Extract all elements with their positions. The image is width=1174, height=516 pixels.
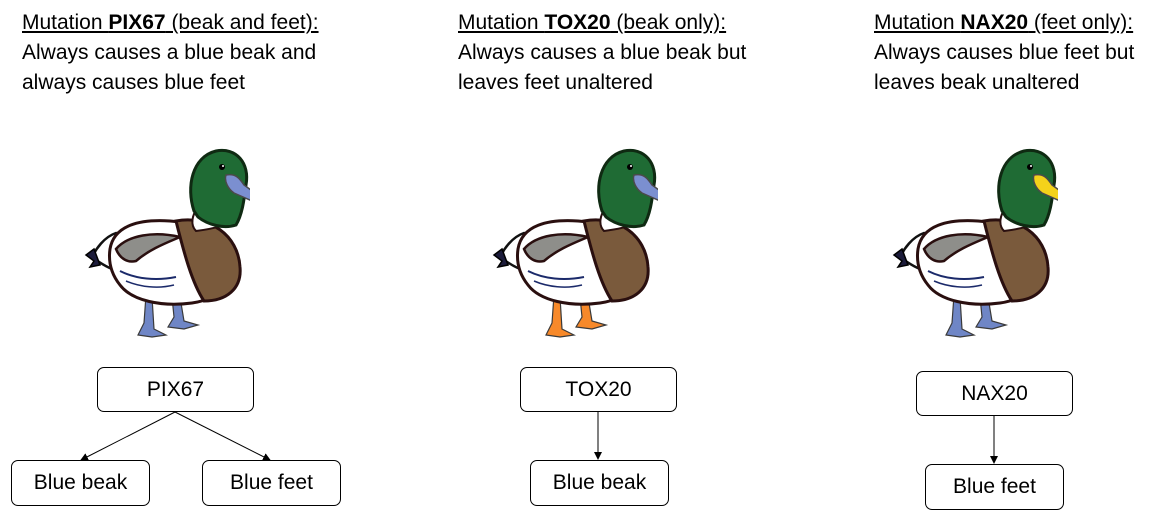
duck-illustration [492, 148, 658, 338]
effect-arrows [594, 412, 602, 460]
panel-header: Mutation PIX67 (beak and feet): Always c… [22, 8, 319, 98]
gene-box: TOX20 [520, 367, 677, 412]
description-line-2: leaves beak unaltered [874, 71, 1080, 94]
gene-box: PIX67 [97, 367, 254, 412]
duck-illustration [84, 148, 250, 338]
effect-arrows [80, 411, 271, 461]
description-line-2: always causes blue feet [22, 71, 245, 94]
gene-box: NAX20 [916, 371, 1073, 416]
duck-wing [114, 233, 185, 263]
arrow-to-blue-feet [174, 411, 271, 461]
panel-tox20: Mutation TOX20 (beak only): Always cause… [458, 0, 798, 516]
description-line-1: Always causes blue feet but [874, 41, 1135, 64]
description-line-1: Always causes a blue beak and [22, 41, 317, 64]
duck-wing [522, 233, 593, 263]
panel-pix67: Mutation PIX67 (beak and feet): Always c… [11, 0, 382, 516]
effect-box-blue-beak: Blue beak [11, 460, 150, 506]
description-line-2: leaves feet unaltered [458, 71, 653, 94]
effect-box-blue-feet: Blue feet [202, 460, 341, 506]
mutation-title: Mutation PIX67 (beak and feet): [22, 11, 319, 34]
description-line-1: Always causes a blue beak but [458, 41, 747, 64]
duck-illustration [892, 148, 1058, 338]
panel-header: Mutation NAX20 (feet only): Always cause… [874, 8, 1134, 98]
duck-head [597, 148, 657, 229]
effect-box-blue-beak: Blue beak [530, 460, 669, 506]
duck-head [997, 148, 1057, 229]
duck-head [189, 148, 249, 229]
mutation-title: Mutation NAX20 (feet only): [874, 11, 1134, 34]
mutation-title: Mutation TOX20 (beak only): [458, 11, 727, 34]
panel-header: Mutation TOX20 (beak only): Always cause… [458, 8, 746, 98]
duck-beak [1032, 173, 1058, 201]
duck-beak [224, 173, 250, 201]
effect-box-blue-feet: Blue feet [925, 464, 1064, 510]
gene-name: TOX20 [544, 11, 611, 34]
gene-name: NAX20 [960, 11, 1029, 34]
effect-arrows [990, 416, 998, 464]
arrow-to-blue-beak [80, 411, 176, 461]
duck-beak [632, 173, 658, 201]
gene-name: PIX67 [108, 11, 166, 34]
duck-wing [922, 233, 993, 263]
panel-nax20: Mutation NAX20 (feet only): Always cause… [874, 0, 1174, 516]
